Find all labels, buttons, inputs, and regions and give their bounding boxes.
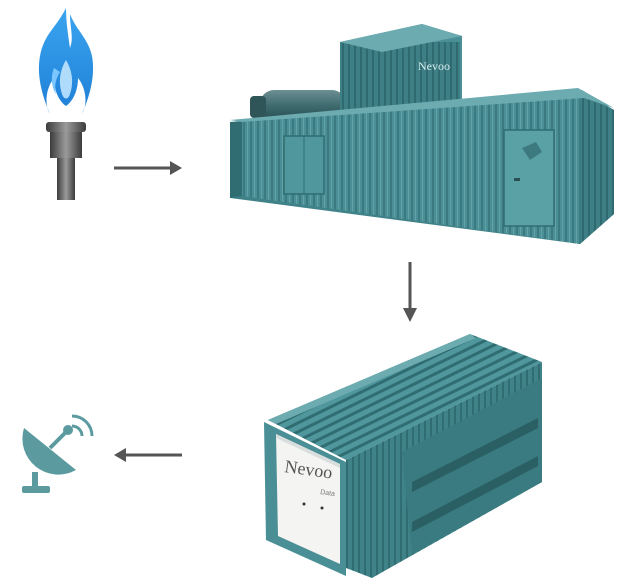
generator-brand-label: Nevoo <box>418 59 450 73</box>
datacenter-container-icon: Nevoo Data <box>262 332 562 580</box>
arrow-down-1 <box>402 262 418 324</box>
arrow-left-1 <box>112 447 184 463</box>
datacenter-brand-sub: Data <box>320 489 336 498</box>
arrow-right-1 <box>112 160 184 176</box>
generator-container-icon: Nevoo <box>222 18 618 246</box>
gas-flame-icon <box>30 8 102 200</box>
satellite-dish-icon <box>18 408 98 500</box>
